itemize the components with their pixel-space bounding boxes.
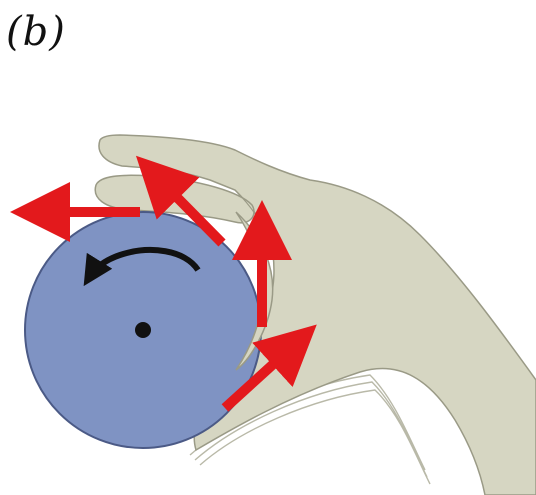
axle-dot <box>135 322 151 338</box>
